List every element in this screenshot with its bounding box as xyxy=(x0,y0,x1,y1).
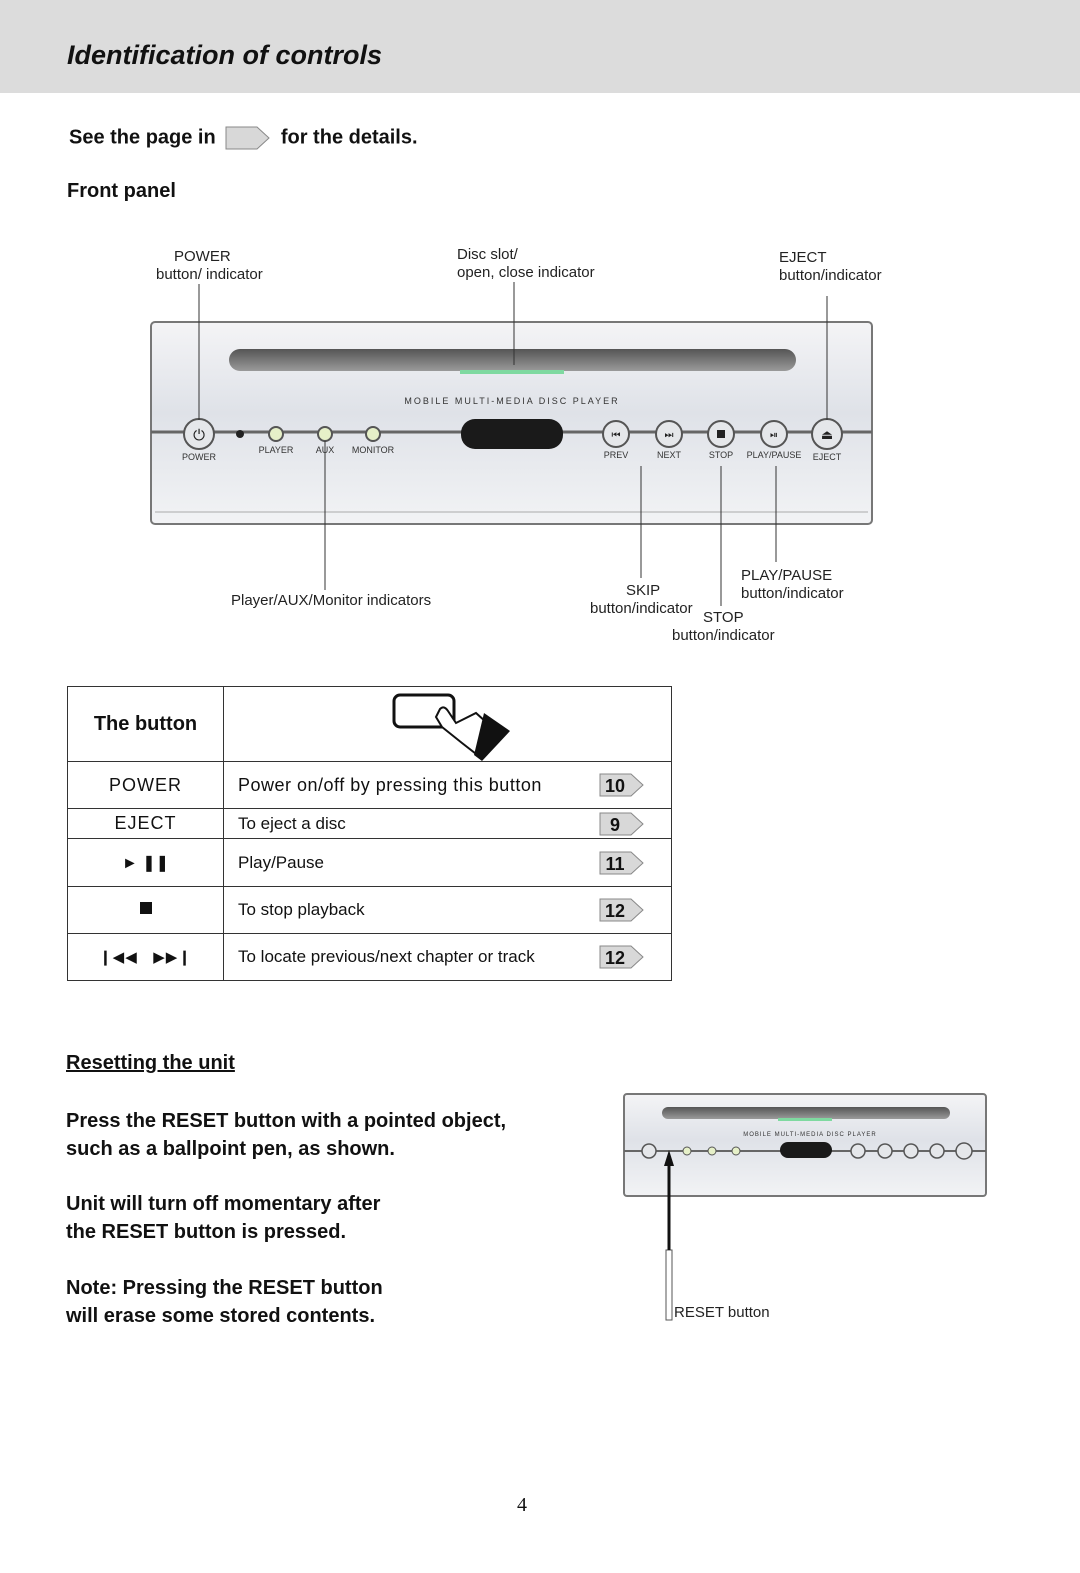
play-pause-button: ⏯ xyxy=(760,420,788,448)
callout-power-sub: button/ indicator xyxy=(156,266,263,283)
table-row: POWER Power on/off by pressing this butt… xyxy=(67,761,672,809)
svg-text:12: 12 xyxy=(605,901,625,921)
prev-next-icon: ❙◀◀ ▶▶❙ xyxy=(99,948,192,966)
button-table: The button POWER Power on/off by pressin… xyxy=(67,686,672,981)
front-panel-heading: Front panel xyxy=(67,180,176,202)
disc-slot xyxy=(229,349,796,371)
svg-text:⏏: ⏏ xyxy=(821,427,833,442)
svg-text:⏮: ⏮ xyxy=(612,430,621,441)
prev-button: ⏮ xyxy=(602,420,630,448)
table-row: To stop playback 12 xyxy=(67,886,672,934)
callout-power: POWER xyxy=(174,248,231,265)
svg-text:PREV: PREV xyxy=(604,450,629,460)
stop-button xyxy=(707,420,735,448)
page-ref-tag: 11 xyxy=(599,851,644,874)
table-row: EJECT To eject a disc 9 xyxy=(67,808,672,839)
callout-indicators: Player/AUX/Monitor indicators xyxy=(231,592,432,609)
svg-text:⏭: ⏭ xyxy=(665,430,674,441)
stop-icon xyxy=(139,902,152,914)
reset-hole xyxy=(236,430,244,438)
svg-text:STOP: STOP xyxy=(709,450,733,460)
reset-button-label: RESET button xyxy=(674,1304,770,1321)
svg-text:9: 9 xyxy=(610,815,620,835)
svg-text:11: 11 xyxy=(605,854,624,874)
callout-disc-slot: Disc slot/open, close indicator xyxy=(457,246,595,281)
play-pause-icon: ► ❚❚ xyxy=(121,854,170,872)
svg-text:⏻: ⏻ xyxy=(193,427,205,444)
reset-diagram: MOBILE MULTI-MEDIA DISC PLAYER xyxy=(623,1093,987,1321)
page-ref-tag: 12 xyxy=(599,898,644,922)
table-header-label: The button xyxy=(93,712,198,735)
page-arrow-icon xyxy=(225,126,271,150)
page-number: 4 xyxy=(517,1494,527,1516)
reset-paragraph-1: Press the RESET button with a pointed ob… xyxy=(66,1110,507,1160)
see-page-note: See the page in for the details. xyxy=(69,126,418,150)
header-bar xyxy=(0,0,1080,93)
svg-text:⏯: ⏯ xyxy=(770,430,778,441)
svg-text:NEXT: NEXT xyxy=(657,450,682,460)
page-title: Identification of controls xyxy=(67,40,382,70)
svg-text:MOBILE MULTI-MEDIA DISC PLAYER: MOBILE MULTI-MEDIA DISC PLAYER xyxy=(743,1132,876,1138)
page-ref-tag: 9 xyxy=(599,812,644,835)
front-panel-diagram: MOBILE MULTI-MEDIA DISC PLAYER ⏻ POWER P… xyxy=(150,282,873,606)
monitor-indicator xyxy=(365,426,381,442)
svg-text:MONITOR: MONITOR xyxy=(352,445,395,455)
display-window xyxy=(461,419,563,449)
reset-heading: Resetting the unit xyxy=(66,1052,235,1074)
table-row: ► ❚❚ Play/Pause 11 xyxy=(67,838,672,887)
svg-text:10: 10 xyxy=(605,776,625,796)
leader-lines xyxy=(198,282,828,606)
svg-text:PLAY/PAUSE: PLAY/PAUSE xyxy=(747,450,802,460)
pressing-hand-icon xyxy=(392,693,510,761)
svg-text:PLAYER: PLAYER xyxy=(259,445,294,455)
slot-indicator xyxy=(460,370,564,374)
aux-indicator xyxy=(317,426,333,442)
brand-text: MOBILE MULTI-MEDIA DISC PLAYER xyxy=(404,396,619,406)
player-indicator xyxy=(268,426,284,442)
svg-text:POWER: POWER xyxy=(182,452,217,462)
table-row: ❙◀◀ ▶▶❙ To locate previous/next chapter … xyxy=(67,933,672,981)
svg-text:EJECT: EJECT xyxy=(813,452,842,462)
table-header-row: The button xyxy=(67,686,672,762)
page-ref-tag: 10 xyxy=(599,773,644,797)
page-ref-tag: 12 xyxy=(599,945,644,969)
next-button: ⏭ xyxy=(655,420,683,448)
svg-text:12: 12 xyxy=(605,948,625,968)
eject-button: ⏏ xyxy=(811,418,843,450)
